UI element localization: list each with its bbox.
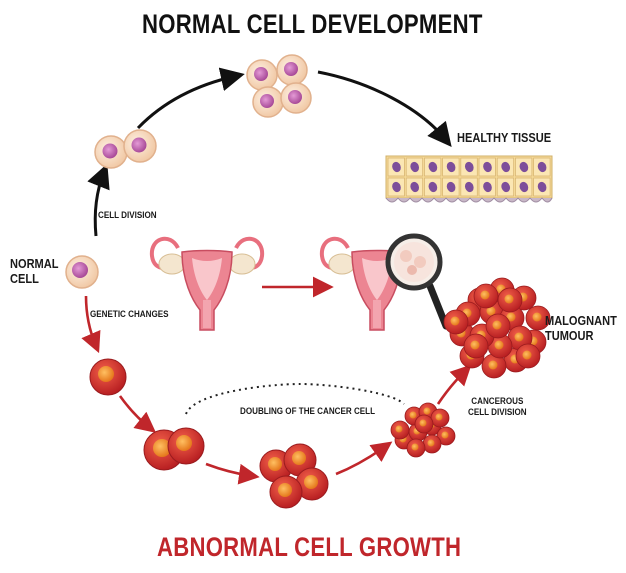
arrow-division-to-cluster <box>136 67 245 130</box>
label-cancerous-line1: CANCEROUS <box>471 396 524 407</box>
label-cancerous-line2: CELL DIVISION <box>468 406 527 418</box>
uterus-organ-healthy <box>149 236 265 331</box>
label-malignant-line2: TUMOUR <box>545 327 594 343</box>
four-cancer-cells <box>259 443 329 509</box>
healthy-cell-cluster <box>246 54 312 118</box>
cancer-cell-cluster <box>390 402 456 458</box>
arrow-normal-to-mutated <box>81 295 101 354</box>
label-genetic-changes: GENETIC CHANGES <box>90 309 169 320</box>
label-normal-cell-line2: CELL <box>10 270 39 286</box>
label-malignant-line1: MALOGNANT <box>545 313 617 328</box>
magnifying-glass-icon <box>385 233 450 330</box>
doubling-bracket <box>185 382 405 415</box>
malignant-tumour <box>443 277 551 379</box>
two-cancer-cells <box>143 427 205 471</box>
label-doubling: DOUBLING OF THE CANCER CELL <box>240 406 376 417</box>
healthy-tissue <box>385 155 553 203</box>
label-healthy-tissue: HEALTHY TISSUE <box>457 130 552 145</box>
mutated-cell <box>89 358 127 396</box>
normal-cycle-arrows <box>87 67 452 237</box>
arrow-four-to-cluster <box>335 441 393 476</box>
title-abnormal-growth: ABNORMAL CELL GROWTH <box>157 532 462 562</box>
arrow-two-to-four <box>205 462 260 485</box>
abnormal-cycle-arrows <box>81 276 472 485</box>
arrow-cluster-to-tissue <box>317 70 452 147</box>
arrow-normal-to-division <box>87 163 110 237</box>
label-normal-cell-line1: NORMAL <box>10 256 59 271</box>
normal-cell <box>65 255 99 289</box>
arrow-mutated-to-two <box>118 395 157 433</box>
title-normal-development: NORMAL CELL DEVELOPMENT <box>142 9 483 39</box>
dividing-healthy-cells <box>94 129 157 169</box>
label-cell-division: CELL DIVISION <box>98 210 157 221</box>
label-normal-cell: NORMAL CELL <box>10 256 59 287</box>
label-cancerous-division: CANCEROUS CELL DIVISION <box>468 396 527 419</box>
arrow-cluster-to-tumour <box>436 364 472 405</box>
label-malignant-tumour: MALOGNANT TUMOUR <box>545 313 617 344</box>
